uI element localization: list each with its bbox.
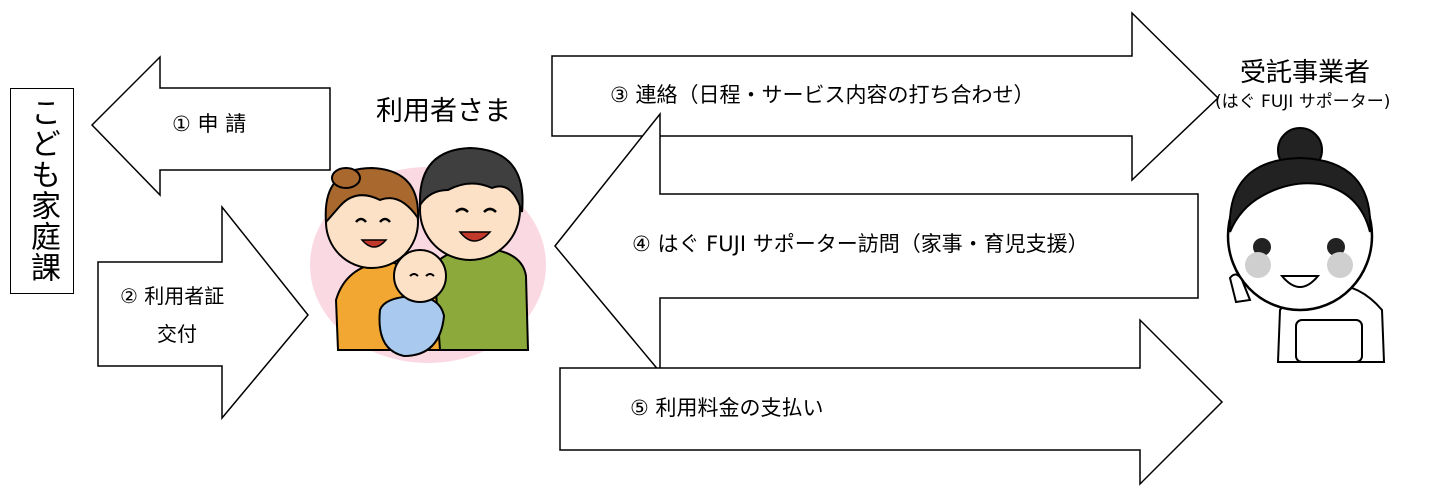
step-payment-label: ⑤ 利用料金の支払い xyxy=(630,396,824,420)
step-issue-label-1: ② 利用者証 xyxy=(120,284,225,308)
contractor-subtitle: (はぐ FUJI サポーター) xyxy=(1215,92,1391,112)
arrow-payment xyxy=(559,318,1224,486)
supporter-illustration xyxy=(1226,127,1386,363)
department-box: こども家庭課 xyxy=(10,88,74,294)
arrow-apply xyxy=(90,55,331,197)
step-visit-label: ④ はぐ FUJI サポーター訪問（家事・育児支援） xyxy=(632,232,1089,256)
step-apply-label: ① 申 請 xyxy=(172,112,247,136)
department-label: こども家庭課 xyxy=(25,97,60,283)
step-issue-label-2: 交付 xyxy=(157,322,197,346)
contractor-title: 受託事業者 xyxy=(1240,58,1371,88)
family-illustration xyxy=(310,146,546,363)
arrow-issue xyxy=(97,204,309,421)
step-contact-label: ③ 連絡（日程・サービス内容の打ち合わせ） xyxy=(610,83,1035,107)
arrow-visit xyxy=(554,111,1199,375)
user-label: 利用者さま xyxy=(376,96,511,127)
